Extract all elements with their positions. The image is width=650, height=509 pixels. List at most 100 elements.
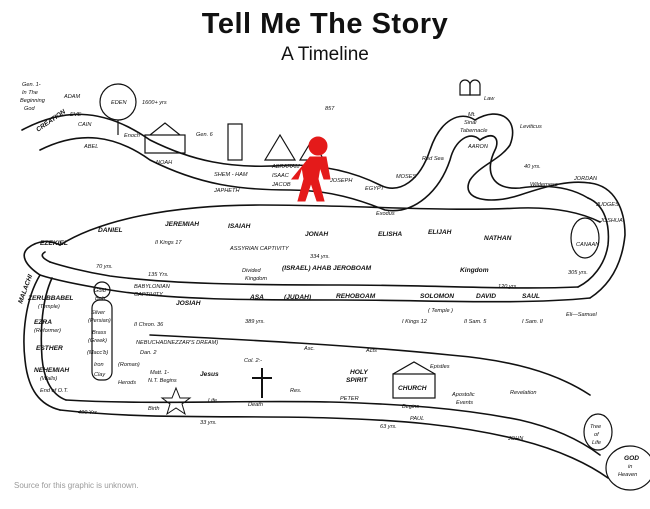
road-outline — [21, 113, 626, 479]
label-cain: CAIN — [78, 122, 92, 128]
label-nathan: NATHAN — [484, 235, 512, 242]
label-tree-of-life-1: Tree — [590, 424, 601, 430]
label-revelation: Revelation — [510, 390, 536, 396]
heaven-cloud-icon — [605, 445, 650, 491]
label-isaac: ISAAC — [272, 173, 290, 179]
label-judges: JUDGES — [595, 202, 619, 208]
label-holy: HOLY — [350, 369, 368, 376]
label-solomon: SOLOMON — [420, 293, 454, 300]
eden-tree-icon — [99, 83, 137, 135]
label-end-ot: End of O.T. — [40, 388, 68, 394]
label-judah: (JUDAH) — [284, 294, 311, 301]
label-jordan: JORDAN — [573, 176, 598, 182]
label-daniel: DANIEL — [98, 227, 123, 234]
label-peter: PETER — [340, 396, 359, 402]
label-paul: PAUL — [410, 416, 424, 422]
label-begins: Begins — [402, 404, 419, 410]
label-jonah: JONAH — [305, 231, 328, 238]
label-john: JOHN — [507, 436, 524, 442]
label-63-yrs: 63 yrs. — [380, 424, 397, 430]
label-gen1-line2: In The — [22, 90, 38, 96]
label-noah: NOAH — [156, 160, 173, 166]
label-statue-silver: Silver — [91, 310, 106, 316]
label-temple: ( Temple ) — [428, 308, 453, 314]
label-events: Events — [456, 400, 473, 406]
label-jesus: Jesus — [200, 371, 219, 378]
label-rehoboam: REHOBOAM — [336, 293, 376, 300]
label-ezra-reformer: (Reformer) — [34, 328, 61, 334]
label-divided: Divided — [242, 268, 262, 274]
dream-statue-icon — [91, 281, 113, 381]
noah-ark-icon — [144, 122, 186, 154]
label-eden: EDEN — [111, 100, 128, 106]
label-eli-samuel: Eli—Samuel — [566, 312, 598, 318]
label-statue-clay: Clay — [94, 372, 106, 378]
label-statue-greek: (Greek) — [88, 338, 107, 344]
label-zerubbabel-temple: (Temple) — [38, 304, 60, 310]
label-babylonian: BABYLONIAN — [134, 284, 171, 290]
label-life: Life — [208, 398, 217, 404]
label-japheth: JAPHETH — [213, 188, 240, 194]
label-statue-gold: Gold — [94, 288, 107, 294]
label-tree-of-life-2: of — [594, 432, 600, 438]
label-josiah: JOSIAH — [176, 300, 201, 307]
source-note: Source for this graphic is unknown. — [14, 481, 139, 490]
label-334-yrs: 334 yrs. — [310, 254, 330, 260]
label-elijah: ELIJAH — [428, 229, 452, 236]
label-exodus: Exodus — [376, 211, 395, 217]
label-res: Res. — [290, 388, 302, 394]
label-church: CHURCH — [398, 385, 427, 392]
star-icon — [160, 386, 192, 416]
label-herods: Herods — [118, 380, 136, 386]
label-gen6: Gen. 6 — [196, 132, 214, 138]
label-col2: Col. 2:- — [244, 358, 262, 364]
label-assyrian: ASSYRIAN CAPTIVITY — [229, 246, 290, 252]
label-gen1-line4: God — [24, 106, 35, 112]
label-wilderness: Wilderness — [530, 182, 558, 188]
label-eve: EVE — [70, 112, 81, 118]
label-death: Death — [248, 402, 263, 408]
label-mt-sinai-1: Mt. — [468, 112, 476, 118]
label-leviticus: Leviticus — [520, 124, 542, 130]
label-apostolic: Apostolic — [451, 392, 475, 398]
label-enoch: Enoch — [124, 133, 140, 139]
label-statue-roman: (Roman) — [118, 362, 140, 368]
label-elisha: ELISHA — [378, 231, 402, 238]
law-tablets-icon — [459, 79, 481, 96]
label-saul: SAUL — [522, 293, 540, 300]
label-nt-begins: N.T. Begins — [148, 378, 177, 384]
label-nehemiah-walls: (Walls) — [40, 376, 57, 382]
label-305-yrs: 305 yrs. — [568, 270, 588, 276]
label-33-yrs: 33 yrs. — [200, 420, 217, 426]
label-captivity: CAPTIVITY — [134, 292, 164, 298]
label-389-yrs: 389 yrs. — [245, 319, 265, 325]
label-1600-yrs: 1600+ yrs — [142, 100, 167, 106]
label-joshua: JOSHUA — [599, 218, 623, 224]
babel-tower-icon — [227, 123, 243, 161]
label-shem-ham: SHEM - HAM — [214, 172, 248, 178]
label-jeremiah: JEREMIAH — [165, 221, 199, 228]
label-kings12: I Kings 12 — [402, 319, 428, 325]
label-david: DAVID — [476, 293, 496, 300]
label-heaven: Heaven — [618, 472, 637, 478]
label-ezra: EZRA — [34, 319, 52, 326]
label-egypt: EGYPT — [365, 186, 385, 192]
label-857: 857 — [325, 106, 335, 112]
canaan-tree-icon — [570, 217, 600, 259]
label-isaiah: ISAIAH — [228, 223, 251, 230]
label-statue-bab: Bab. — [95, 296, 107, 302]
label-chron36: II Chron. 36 — [134, 322, 164, 328]
label-asa: ASA — [249, 294, 264, 301]
label-jacob: JACOB — [271, 182, 291, 188]
label-zerubbabel: ZERUBBABEL — [27, 295, 73, 302]
label-dream: NEBUCHADNEZZAR'S DREAM) — [136, 340, 218, 346]
page-title: Tell Me The Story — [201, 8, 449, 40]
label-kingdom: Kingdom — [460, 267, 489, 274]
label-400-yrs: 400 Yrs. — [78, 410, 99, 416]
label-kings17: II Kings 17 — [155, 240, 182, 246]
label-red-sea: Red Sea — [422, 156, 444, 162]
label-moses: MOSES — [396, 174, 416, 180]
label-birth: Birth — [148, 406, 160, 412]
